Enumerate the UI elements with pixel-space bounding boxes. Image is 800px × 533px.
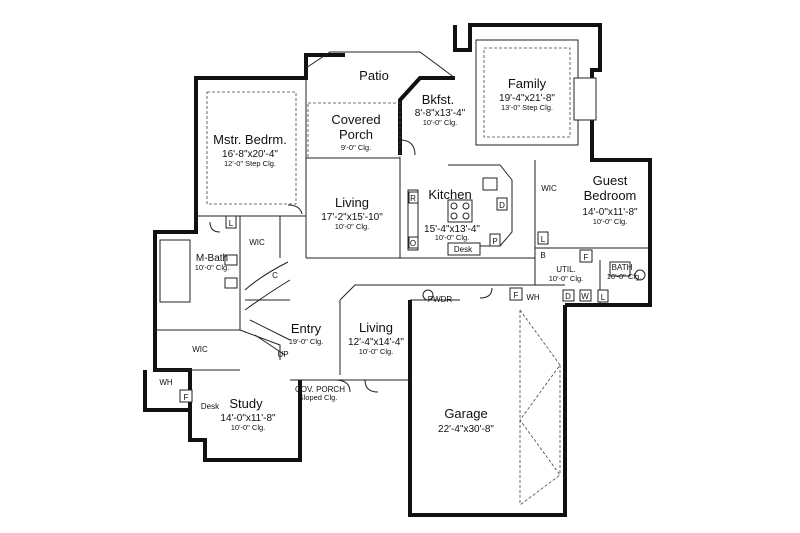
guest-label-2: Bedroom	[584, 188, 637, 203]
exterior-walls	[143, 23, 652, 517]
mbath-clg: 10'-0" Clg.	[195, 263, 230, 272]
room-labels: Patio Family 19'-4"x21'-8" 13'-0" Step C…	[195, 68, 642, 435]
linen-tag-1: L	[229, 219, 234, 228]
mbath-label: M-Bath	[196, 253, 228, 264]
bkfst-dim: 8'-8"x13'-4"	[415, 108, 466, 119]
family-dim: 19'-4"x21'-8"	[499, 93, 555, 104]
kitchen-desk-tag: Desk	[454, 245, 473, 254]
bath-fixtures	[159, 239, 646, 303]
family-clg: 13'-0" Step Clg.	[501, 103, 553, 112]
living-clg: 10'-0" Clg.	[335, 222, 370, 231]
living-label: Living	[335, 195, 369, 210]
closet-tag: C	[272, 271, 278, 280]
linen-tag-3: L	[601, 293, 606, 302]
kitchen-dim: 15'-4"x13'-4"	[424, 224, 480, 235]
bkfst-clg: 10'-0" Clg.	[423, 118, 458, 127]
doors	[209, 139, 493, 393]
family-label: Family	[508, 76, 547, 91]
stair-up-tag: UP	[277, 350, 288, 359]
furnace-tag-1: F	[184, 393, 189, 402]
study-dim: 14'-0"x11'-8"	[220, 413, 276, 424]
stair	[239, 261, 291, 360]
family-ceiling-lines	[475, 39, 597, 146]
kitchen-label: Kitchen	[428, 187, 471, 202]
oven-tag: O	[410, 239, 416, 248]
cov-porch-label: COV. PORCH	[295, 385, 345, 394]
refrigerator-tag: R	[410, 194, 416, 203]
study-desk-tag: Desk	[201, 402, 220, 411]
util-clg: 10'-0" Clg.	[549, 274, 584, 283]
master-dim: 16'-8"x20'-4"	[222, 149, 278, 160]
bath-label: BATH	[612, 263, 633, 272]
fixture-tags: WIC WIC WIC L L L C UP PWDR Desk Desk WH…	[159, 184, 609, 411]
guest-label-1: Guest	[593, 173, 628, 188]
powder-tag: PWDR	[428, 295, 453, 304]
entry-label: Entry	[291, 321, 322, 336]
linen-tag-2: L	[541, 235, 546, 244]
living-dim: 17'-2"x15'-10"	[321, 212, 383, 223]
bath-clg: 10'-0" Clg.	[607, 272, 642, 281]
washer-tag: W	[581, 292, 589, 301]
porch-label-1: Covered	[331, 112, 380, 127]
living2-label: Living	[359, 320, 393, 335]
wic-tag-bath: WIC	[192, 345, 208, 354]
wic-tag-guest: WIC	[541, 184, 557, 193]
water-heater-tag-1: WH	[159, 378, 173, 387]
dryer-tag: D	[565, 292, 571, 301]
wic-tag-master: WIC	[249, 238, 265, 247]
bkfst-label: Bkfst.	[422, 92, 455, 107]
cov-porch-clg: Sloped Clg.	[299, 393, 338, 402]
master-ceiling-lines	[206, 91, 297, 205]
study-clg: 10'-0" Clg.	[231, 423, 266, 432]
garage-label: Garage	[444, 406, 487, 421]
guest-dim: 14'-0"x11'-8"	[582, 207, 638, 218]
interior-walls	[155, 78, 650, 381]
dishwasher-tag: D	[499, 201, 505, 210]
util-label: UTIL.	[556, 265, 576, 274]
master-clg: 12'-0" Step Clg.	[224, 159, 276, 168]
living2-dim: 12'-4"x14'-4"	[348, 337, 404, 348]
furnace-tag-2: F	[514, 291, 519, 300]
kitchen-clg: 10'-0" Clg.	[435, 233, 470, 242]
porch-label-2: Porch	[339, 127, 373, 142]
entry-clg: 19'-0" Clg.	[289, 337, 324, 346]
water-heater-tag-2: WH	[526, 293, 540, 302]
living2-clg: 10'-0" Clg.	[359, 347, 394, 356]
study-label: Study	[229, 396, 263, 411]
bench-tag: B	[540, 251, 545, 260]
master-label: Mstr. Bedrm.	[213, 132, 287, 147]
garage-dim: 22'-4"x30'-8"	[438, 424, 494, 435]
kitchen-fixtures	[407, 164, 513, 256]
furnace-tag-3: F	[584, 253, 589, 262]
garage-door-lines	[519, 309, 561, 506]
porch-clg: 9'-0" Clg.	[341, 143, 371, 152]
guest-clg: 10'-0" Clg.	[593, 217, 628, 226]
pantry-tag: P	[492, 237, 497, 246]
patio-label: Patio	[359, 68, 389, 83]
